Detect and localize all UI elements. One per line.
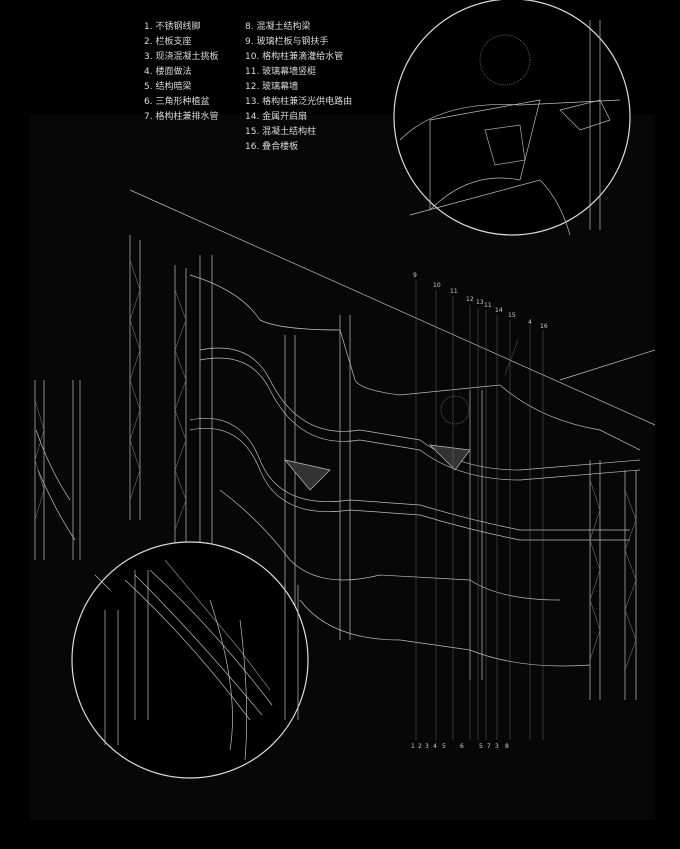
detail-circle-bottom	[71, 541, 309, 779]
callout-label: 5	[442, 743, 446, 750]
legend-column-1: 1. 不锈钢线脚 2. 栏板支座 3. 现浇混凝土挑板 4. 楼面做法 5. 结…	[144, 20, 218, 125]
callout-label: 3	[495, 743, 499, 750]
legend-item: 3. 现浇混凝土挑板	[144, 52, 219, 62]
callout-label: 8	[505, 743, 509, 750]
callout-label: 16	[540, 323, 548, 330]
legend-item: 15. 混凝土结构柱	[245, 127, 317, 137]
lattice-truss	[34, 259, 637, 671]
legend-item: 2. 栏板支座	[144, 37, 192, 47]
callout-label: 15	[508, 312, 516, 319]
legend-item: 16. 叠合楼板	[245, 142, 299, 152]
legend-item: 10. 格构柱兼滴灌给水管	[245, 52, 344, 62]
callouts-bottom: 1 2 3 4 5 6 5 7 3 8	[411, 743, 509, 750]
legend-item: 9. 玻璃栏板与钢扶手	[245, 37, 329, 47]
callout-label: 12	[466, 296, 474, 303]
callout-label: 6	[460, 743, 464, 750]
tree	[440, 395, 470, 425]
callout-label: 3	[425, 743, 429, 750]
callout-label: 7	[487, 743, 491, 750]
legend-item: 4. 楼面做法	[144, 67, 192, 77]
callout-label: 5	[479, 743, 483, 750]
legend-item: 7. 格构柱兼排水管	[144, 112, 219, 122]
callout-label: 1	[411, 743, 415, 750]
detail-leader	[94, 574, 111, 591]
callout-label: 11	[484, 302, 492, 309]
leader-lines	[415, 280, 544, 740]
callout-label: 14	[495, 307, 503, 314]
callout-label: 13	[476, 299, 484, 306]
legend-item: 6. 三角形种植盆	[144, 97, 210, 107]
callout-label: 10	[433, 282, 441, 289]
legend-column-2: 8. 混凝土结构梁 9. 玻璃栏板与钢扶手 10. 格构柱兼滴灌给水管 11. …	[245, 20, 352, 155]
planter	[429, 444, 471, 471]
callout-label: 4	[528, 319, 532, 326]
columns	[34, 235, 637, 700]
detail-top-content	[399, 20, 621, 236]
planter	[284, 459, 331, 491]
legend-item: 12. 玻璃幕墙	[245, 82, 299, 92]
callout-label: 4	[433, 743, 437, 750]
detail-circle-top	[393, 0, 631, 236]
slab-bands	[35, 274, 641, 667]
callout-label: 11	[450, 288, 458, 295]
callout-label: 2	[418, 743, 422, 750]
legend-item: 14. 金属开启扇	[245, 112, 308, 122]
legend-item: 11. 玻璃幕墙竖梃	[245, 67, 317, 77]
diagonal-line	[129, 189, 656, 426]
callout-label: 9	[413, 272, 417, 279]
callouts-top: 9 10 11 12 13 11 14 15 4 16	[413, 272, 548, 330]
diagonal-line	[559, 349, 656, 381]
legend-item: 5. 结构暗梁	[144, 82, 192, 92]
legend-item: 1. 不锈钢线脚	[144, 22, 201, 32]
legend-item: 8. 混凝土结构梁	[245, 22, 311, 32]
detail-bottom-content	[104, 559, 299, 761]
legend-item: 13. 格构柱兼泛光供电路由	[245, 97, 353, 107]
